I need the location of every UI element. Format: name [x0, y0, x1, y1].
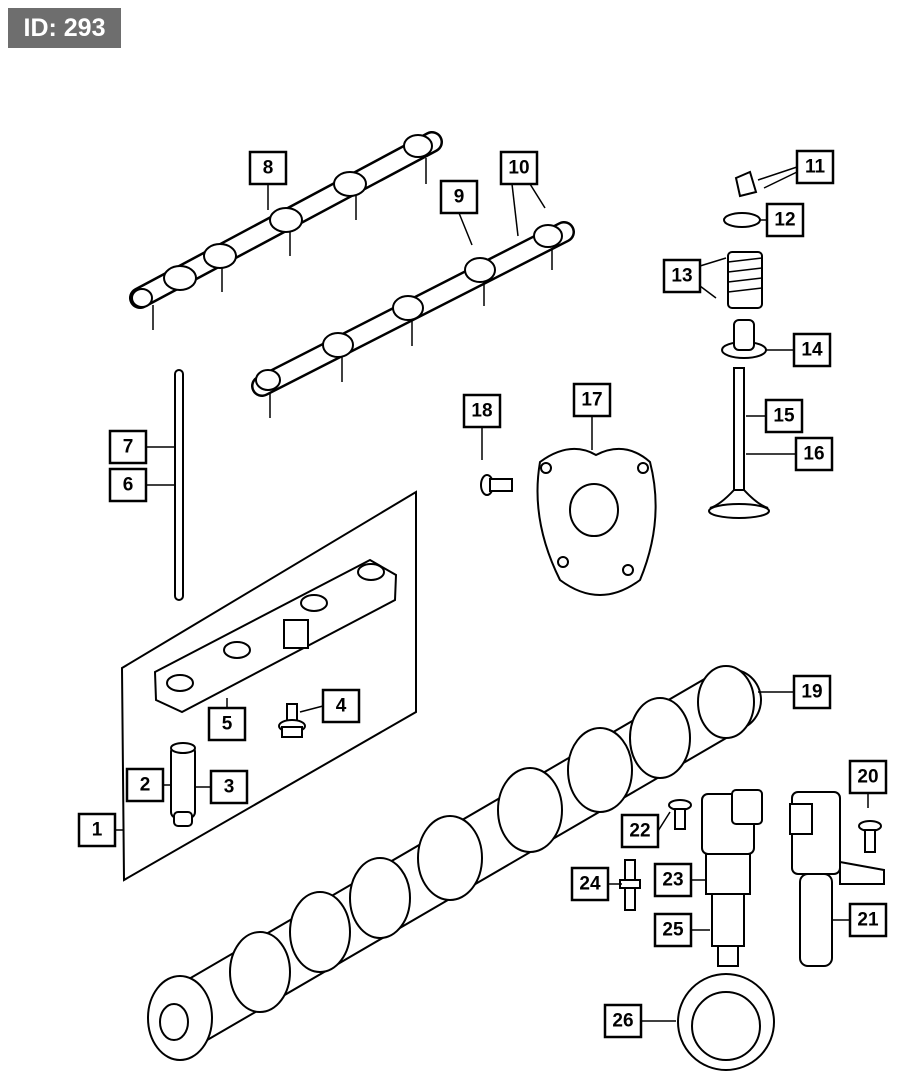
lifter — [170, 742, 196, 827]
callout-2: 2 — [125, 767, 165, 803]
svg-text:16: 16 — [803, 444, 824, 465]
valve-spring-retainer — [723, 212, 761, 228]
svg-text:7: 7 — [123, 437, 134, 458]
lifter-guide — [153, 558, 398, 714]
seal-26 — [677, 973, 775, 1071]
bolt-20 — [858, 820, 882, 853]
bolt-22 — [668, 799, 692, 830]
callout-24: 24 — [570, 866, 610, 902]
callout-17: 17 — [572, 382, 612, 418]
callout-8: 8 — [248, 150, 288, 186]
callout-16: 16 — [794, 436, 834, 472]
valve-seal — [721, 319, 767, 359]
callout-21: 21 — [848, 902, 888, 938]
svg-text:11: 11 — [805, 157, 826, 178]
stud-24 — [619, 859, 641, 911]
svg-text:24: 24 — [579, 874, 601, 895]
svg-text:21: 21 — [857, 910, 879, 931]
callout-25: 25 — [653, 912, 693, 948]
valve — [708, 367, 770, 519]
callout-19: 19 — [792, 674, 832, 710]
rocker-shaft-8 — [129, 131, 443, 330]
svg-text:8: 8 — [263, 158, 274, 179]
valve-keepers — [734, 170, 758, 198]
oil-control-solenoid-21 — [789, 791, 885, 967]
callout-1: 1 — [77, 812, 117, 848]
callout-4: 4 — [321, 688, 361, 724]
callout-14: 14 — [792, 332, 832, 368]
callout-23: 23 — [653, 862, 693, 898]
svg-text:13: 13 — [671, 266, 692, 287]
callout-7: 7 — [108, 429, 148, 465]
svg-text:10: 10 — [508, 158, 529, 179]
callout-3: 3 — [209, 769, 249, 805]
svg-text:25: 25 — [662, 920, 684, 941]
svg-text:26: 26 — [612, 1011, 633, 1032]
svg-text:12: 12 — [774, 210, 795, 231]
svg-text:22: 22 — [629, 821, 650, 842]
callout-15: 15 — [764, 398, 804, 434]
svg-text:3: 3 — [224, 777, 235, 798]
svg-text:23: 23 — [662, 870, 683, 891]
svg-text:2: 2 — [140, 775, 151, 796]
callout-10: 10 — [499, 150, 539, 186]
lifter-kit-frame — [120, 490, 417, 882]
bolt-4 — [278, 703, 306, 738]
callout-22: 22 — [620, 813, 660, 849]
id-badge: ID: 293 — [8, 8, 121, 48]
callout-6: 6 — [108, 467, 148, 503]
leader-lines — [115, 166, 869, 1022]
screw-18 — [480, 474, 513, 496]
cam-plate-gasket — [536, 447, 657, 596]
callout-9: 9 — [439, 179, 479, 215]
callout-13: 13 — [662, 258, 702, 294]
callout-11: 11 — [795, 149, 835, 185]
valve-spring — [727, 251, 763, 309]
callout-5: 5 — [207, 706, 247, 742]
svg-text:17: 17 — [581, 390, 602, 411]
svg-text:15: 15 — [773, 406, 795, 427]
svg-text:20: 20 — [857, 767, 878, 788]
svg-text:5: 5 — [222, 714, 233, 735]
camshaft — [147, 665, 762, 1061]
svg-text:14: 14 — [801, 340, 823, 361]
pushrod — [174, 369, 184, 601]
rocker-shaft-9 — [251, 221, 575, 418]
callout-18: 18 — [462, 393, 502, 429]
svg-text:6: 6 — [123, 475, 134, 496]
svg-text:19: 19 — [801, 682, 822, 703]
callout-20: 20 — [848, 759, 888, 795]
svg-text:18: 18 — [471, 401, 492, 422]
solenoid-23-25 — [701, 789, 763, 967]
svg-text:1: 1 — [92, 820, 103, 841]
callout-26: 26 — [603, 1003, 643, 1039]
svg-text:9: 9 — [454, 187, 465, 208]
callout-12: 12 — [765, 202, 805, 238]
svg-text:4: 4 — [336, 696, 347, 717]
